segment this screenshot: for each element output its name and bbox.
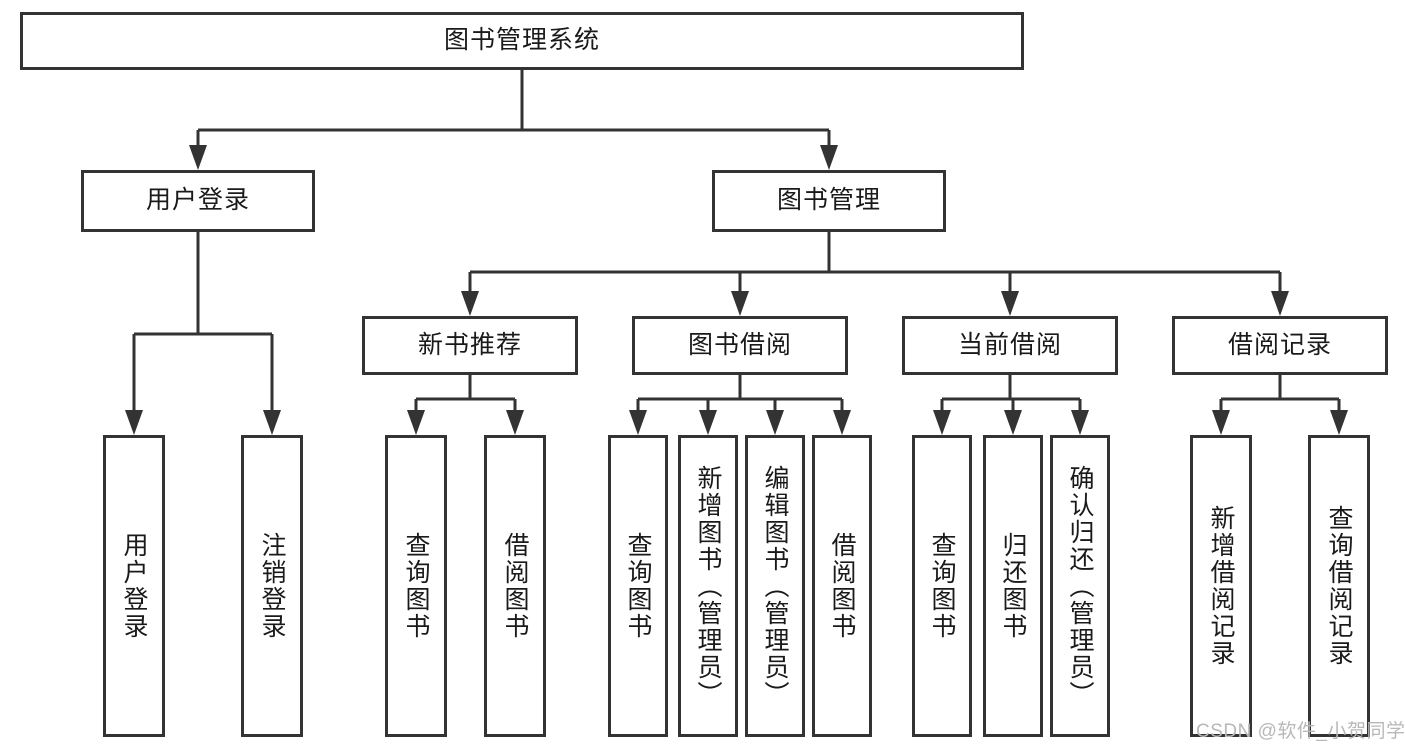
node-label: 归还图书 xyxy=(999,532,1027,640)
node-user-login[interactable]: 用户登录 xyxy=(81,170,315,232)
arrowhead-icon xyxy=(1004,410,1022,435)
node-label: 当前借阅 xyxy=(957,330,1062,359)
node-label: 新增图书（管理员） xyxy=(694,464,722,708)
node-leaf-query-book-new[interactable]: 查询图书 xyxy=(385,435,447,737)
node-leaf-return-book[interactable]: 归还图书 xyxy=(983,435,1043,737)
node-leaf-add-record[interactable]: 新增借阅记录 xyxy=(1190,435,1252,737)
arrowhead-icon xyxy=(731,291,749,316)
node-leaf-confirm-return[interactable]: 确认归还（管理员） xyxy=(1050,435,1110,737)
node-label: 查询图书 xyxy=(624,532,652,640)
node-label: 用户登录 xyxy=(120,532,148,640)
arrowhead-icon xyxy=(699,410,717,435)
node-label: 用户登录 xyxy=(145,186,250,215)
arrowhead-icon xyxy=(1330,410,1348,435)
node-leaf-edit-book[interactable]: 编辑图书（管理员） xyxy=(745,435,805,737)
node-root[interactable]: 图书管理系统 xyxy=(20,12,1024,70)
arrowhead-icon xyxy=(766,410,784,435)
arrowhead-icon xyxy=(1071,410,1089,435)
arrowhead-icon xyxy=(506,410,524,435)
node-borrow-record[interactable]: 借阅记录 xyxy=(1172,316,1388,375)
node-label: 确认归还（管理员） xyxy=(1066,464,1094,708)
node-leaf-add-book[interactable]: 新增图书（管理员） xyxy=(678,435,738,737)
node-label: 图书管理系统 xyxy=(443,26,600,55)
node-leaf-query-record[interactable]: 查询借阅记录 xyxy=(1308,435,1370,737)
node-book-management[interactable]: 图书管理 xyxy=(712,170,946,232)
node-current-borrow[interactable]: 当前借阅 xyxy=(902,316,1118,375)
arrowhead-icon xyxy=(1212,410,1230,435)
arrowhead-icon xyxy=(1001,291,1019,316)
arrowhead-icon xyxy=(933,410,951,435)
node-book-borrow[interactable]: 图书借阅 xyxy=(632,316,848,375)
node-new-book-recommend[interactable]: 新书推荐 xyxy=(362,316,578,375)
node-label: 借阅记录 xyxy=(1227,330,1332,359)
arrowhead-icon xyxy=(189,145,207,170)
arrowhead-icon xyxy=(461,291,479,316)
node-label: 查询图书 xyxy=(402,532,430,640)
arrowhead-icon xyxy=(407,410,425,435)
node-label: 图书管理 xyxy=(776,186,881,215)
node-leaf-query-book-borrow[interactable]: 查询图书 xyxy=(608,435,668,737)
node-label: 借阅图书 xyxy=(828,532,856,640)
node-label: 借阅图书 xyxy=(501,532,529,640)
arrowhead-icon xyxy=(263,410,281,435)
arrowhead-icon xyxy=(125,410,143,435)
node-label: 注销登录 xyxy=(258,532,286,640)
node-leaf-borrow-book-new[interactable]: 借阅图书 xyxy=(484,435,546,737)
arrowhead-icon xyxy=(1271,291,1289,316)
node-leaf-borrow-book[interactable]: 借阅图书 xyxy=(812,435,872,737)
node-leaf-user-logout[interactable]: 注销登录 xyxy=(241,435,303,737)
node-label: 查询图书 xyxy=(928,532,956,640)
node-label: 图书借阅 xyxy=(687,330,792,359)
node-label: 新书推荐 xyxy=(417,330,522,359)
node-leaf-user-login[interactable]: 用户登录 xyxy=(103,435,165,737)
arrowhead-icon xyxy=(820,145,838,170)
arrowhead-icon xyxy=(833,410,851,435)
arrowhead-icon xyxy=(629,410,647,435)
node-label: 编辑图书（管理员） xyxy=(761,464,789,708)
node-label: 查询借阅记录 xyxy=(1325,505,1353,667)
csdn-watermark: CSDN @软件_小贺同学 xyxy=(1196,721,1405,742)
node-label: 新增借阅记录 xyxy=(1207,505,1235,667)
node-leaf-query-book-cur[interactable]: 查询图书 xyxy=(912,435,972,737)
